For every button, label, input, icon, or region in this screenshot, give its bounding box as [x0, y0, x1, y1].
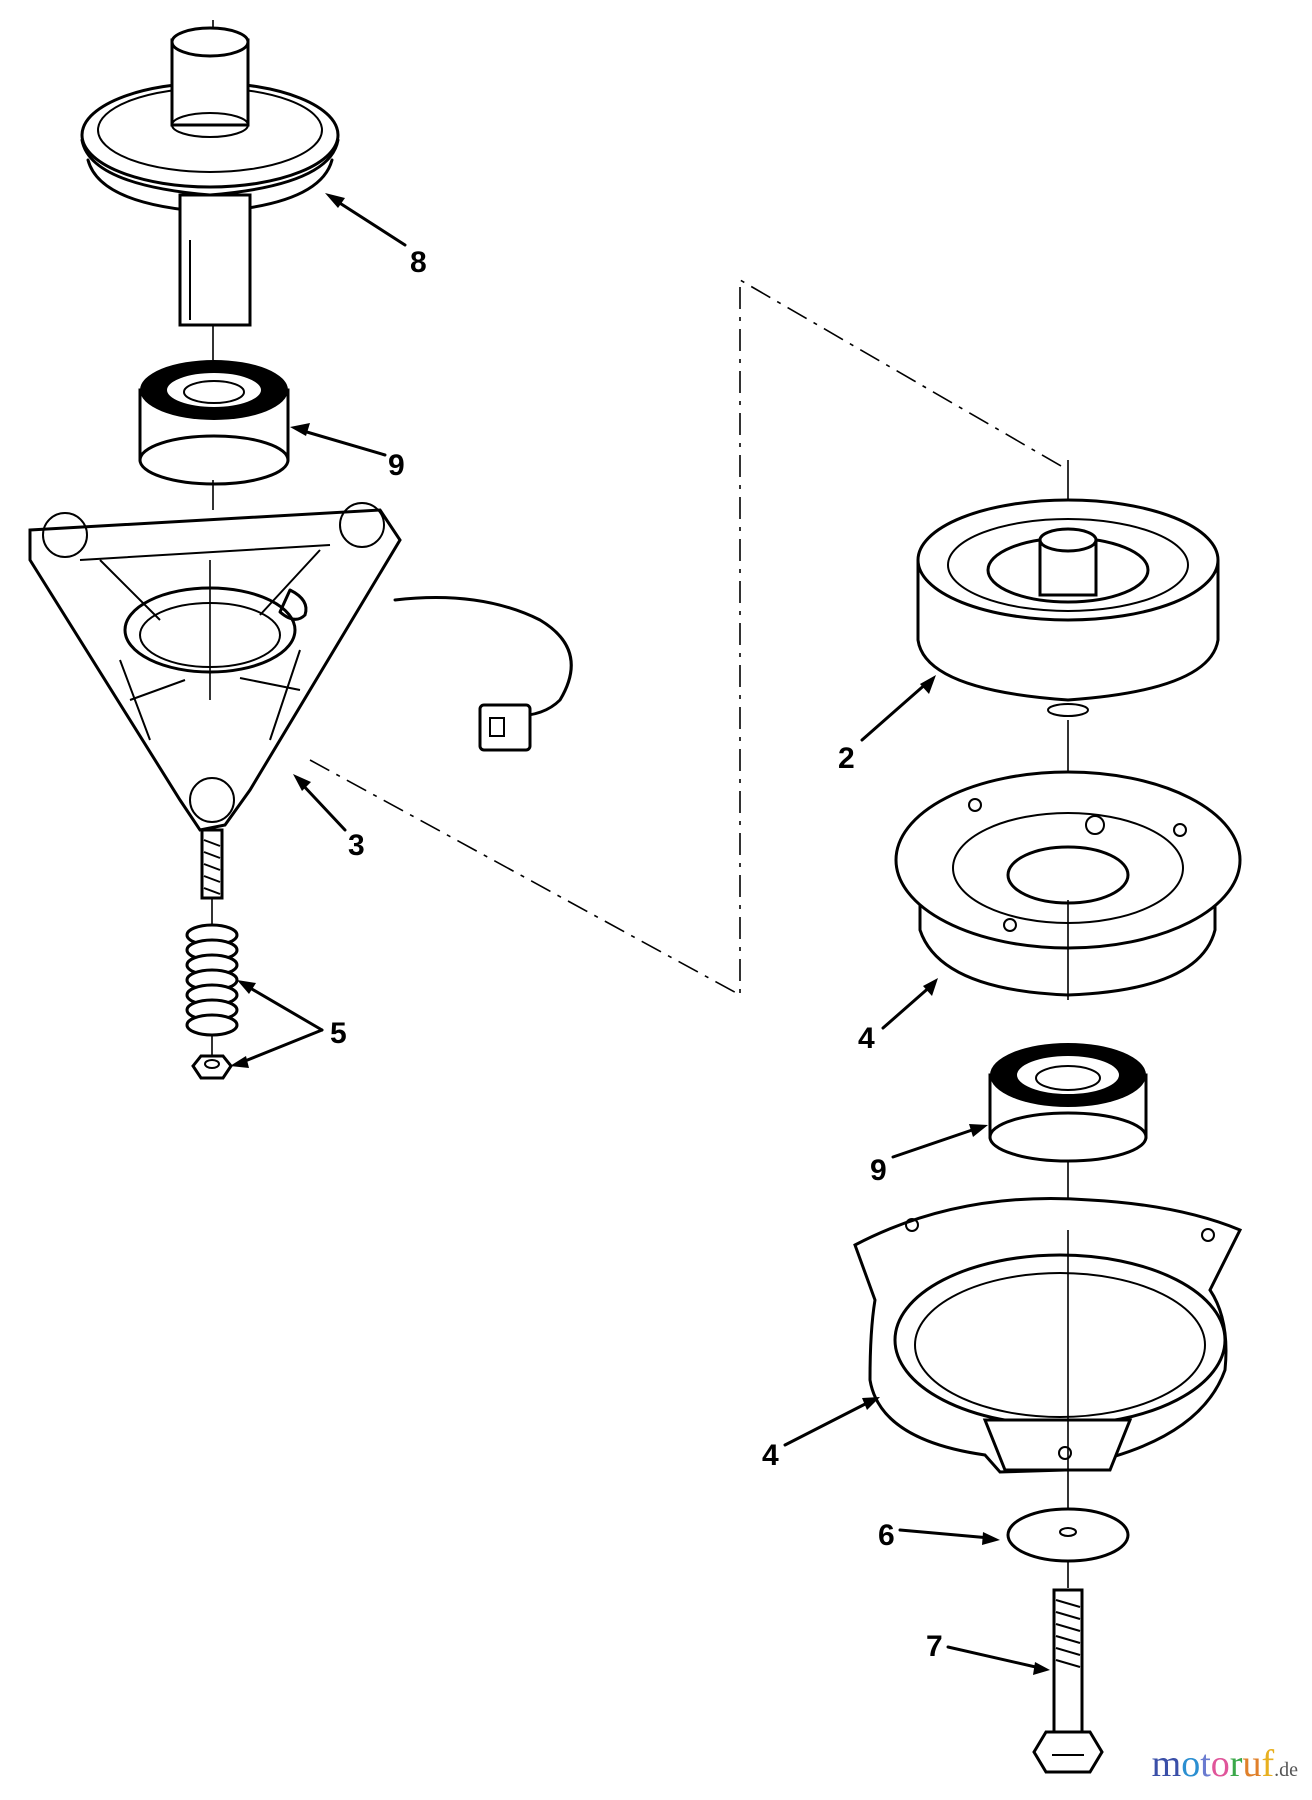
- callout-4-lower: 4: [762, 1397, 880, 1472]
- pulley-part-8: [80, 20, 340, 360]
- svg-text:6: 6: [878, 1519, 895, 1552]
- bracket-part-3: [28, 502, 573, 832]
- callout-8: 8: [325, 193, 427, 279]
- callout-2: 2: [838, 675, 936, 775]
- svg-text:2: 2: [838, 742, 855, 775]
- callout-7: 7: [926, 1630, 1050, 1675]
- svg-text:3: 3: [348, 829, 365, 862]
- wm-letter: u: [1242, 1743, 1262, 1785]
- svg-text:4: 4: [762, 1439, 779, 1472]
- svg-text:4: 4: [858, 1022, 875, 1055]
- callout-6: 6: [878, 1519, 1000, 1552]
- callout-4-upper: 4: [858, 978, 938, 1055]
- svg-text:9: 9: [388, 449, 405, 482]
- wm-suffix: .de: [1274, 1759, 1298, 1781]
- wm-letter: o: [1181, 1743, 1201, 1785]
- armature-pulley-part-4: [894, 720, 1242, 1000]
- bearing-part-9-upper: [138, 360, 290, 510]
- bearing-part-9-lower: [988, 1043, 1148, 1230]
- brake-shield-part-4: [853, 1197, 1243, 1510]
- bolt-part-7: [1032, 1588, 1104, 1774]
- clutch-rotor-part-2: [916, 460, 1220, 717]
- svg-text:7: 7: [926, 1630, 943, 1663]
- svg-text:8: 8: [410, 246, 427, 279]
- wm-letter: f: [1261, 1743, 1275, 1785]
- callout-9-lower: 9: [870, 1124, 988, 1187]
- watermark-logo: motoruf.de: [1152, 1742, 1298, 1786]
- assembly-leader-line: [309, 278, 1069, 997]
- svg-text:5: 5: [330, 1017, 347, 1050]
- wm-letter: t: [1200, 1743, 1211, 1785]
- spring-nut-part-5: [185, 828, 239, 1080]
- callout-5: 5: [230, 980, 347, 1068]
- wm-letter: o: [1210, 1743, 1230, 1785]
- wm-letter: r: [1229, 1743, 1243, 1785]
- washer-part-6: [1006, 1507, 1130, 1588]
- callout-9-upper: 9: [290, 423, 405, 482]
- wm-letter: m: [1151, 1743, 1182, 1785]
- svg-text:9: 9: [870, 1154, 887, 1187]
- callout-3: 3: [293, 774, 365, 862]
